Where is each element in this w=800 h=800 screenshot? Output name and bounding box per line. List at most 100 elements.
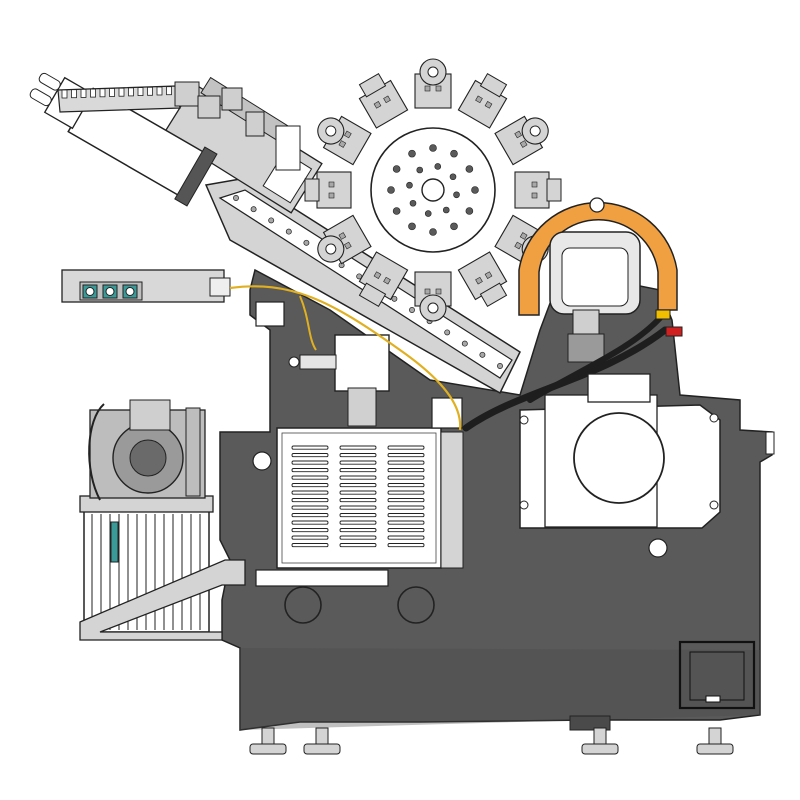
tool-holder-screw: [373, 101, 382, 109]
vent-slot: [387, 445, 425, 450]
pump-core: [129, 439, 167, 477]
turret-inner-bolt: [424, 210, 432, 217]
turret-tool-holder: [457, 251, 508, 308]
vent-slot: [339, 543, 377, 548]
sight-glass: [110, 521, 119, 563]
vent-slot: [387, 475, 425, 480]
socket-pin: [105, 287, 115, 296]
tailstock-housing: [334, 334, 390, 392]
tool-holder-screw: [531, 192, 538, 199]
base-hole-right: [397, 586, 435, 624]
vent-slot: [387, 543, 425, 548]
tool-holder-screw: [514, 130, 522, 139]
vent-slot: [339, 513, 377, 518]
rack-tooth: [128, 87, 134, 97]
turret-bolt: [429, 228, 437, 236]
vent-slot: [291, 475, 329, 480]
panel-bolt-4: [709, 500, 719, 510]
vent-slot: [291, 460, 329, 465]
tool-holder-screw: [435, 85, 442, 92]
vent-slot: [339, 483, 377, 488]
gearbox-cap: [587, 373, 651, 403]
turret-bolt: [429, 144, 437, 152]
vent-slot: [291, 498, 329, 503]
rail-bolt: [479, 351, 486, 358]
pump-head: [129, 399, 171, 431]
tool-holder-screw: [383, 276, 391, 285]
vent-slot: [291, 520, 329, 525]
socket-pin: [85, 287, 95, 296]
vent-slot: [291, 453, 329, 458]
connector-box: [61, 269, 231, 303]
vent-slot: [387, 520, 425, 525]
servo-flange: [174, 146, 218, 207]
vent-slot: [387, 505, 425, 510]
gear-rack: [57, 81, 301, 171]
turret-tool-holder: [514, 171, 562, 209]
rack-tooth: [137, 87, 144, 96]
turret-tool-holder: [317, 214, 372, 265]
connector-sockets: [82, 284, 138, 299]
tool-holder-tab: [479, 72, 508, 98]
turret-bolt: [408, 149, 416, 158]
turret-tool-holder: [317, 115, 372, 166]
rail-bolt: [285, 228, 292, 235]
turret-bolt: [450, 149, 458, 158]
tool-holder-tab: [304, 178, 320, 202]
rack-tooth: [99, 88, 106, 98]
rack-tooth: [61, 89, 68, 99]
fitting-yellow: [655, 309, 671, 320]
vent-slot: [387, 453, 425, 458]
tool-holder-bore: [427, 66, 439, 78]
valve-block-c: [221, 87, 243, 111]
rail-bolt: [233, 195, 239, 201]
vent-slot: [291, 483, 329, 488]
vent-slot: [339, 498, 377, 503]
tool-holder-tab: [479, 282, 508, 308]
vent-slot: [291, 528, 329, 533]
turret-tool-holder: [457, 72, 508, 129]
spindle-coupling: [567, 333, 605, 363]
rail-bolt: [444, 329, 451, 336]
tool-holder-bore: [325, 243, 337, 255]
turret-bolt: [465, 165, 474, 173]
vent-slot: [291, 513, 329, 518]
guard-lifting-eye: [589, 197, 605, 213]
spindle-nose: [572, 309, 600, 335]
vent-slot: [387, 535, 425, 540]
vent-slot: [387, 483, 425, 488]
rail-bolt: [268, 217, 275, 224]
side-flange: [765, 431, 775, 455]
vent-slot: [291, 468, 329, 473]
bottom-block: [569, 715, 611, 731]
panel-bolt-1: [519, 415, 529, 425]
tool-holder-screw: [484, 101, 493, 109]
vent-slot: [291, 490, 329, 495]
valve-block-e: [275, 125, 301, 171]
panel-bolt-2: [519, 500, 529, 510]
rail-bolt: [250, 206, 257, 213]
rail-bolt: [461, 340, 468, 347]
turret-bolt: [450, 222, 458, 231]
turret-tool-holder: [494, 115, 549, 166]
vent-slot: [387, 490, 425, 495]
vent-slot: [291, 543, 329, 548]
turret-tool-holder: [358, 251, 409, 308]
spindle-guard: [518, 201, 678, 316]
vent-slot: [339, 475, 377, 480]
tool-holder-screw: [338, 232, 347, 240]
turret-hub: [421, 178, 445, 202]
foot-stem: [593, 727, 607, 747]
tool-holder-screw: [484, 271, 493, 279]
turret-inner-bolt: [442, 206, 450, 214]
cabinet-vents: [291, 445, 425, 548]
foot-stem: [315, 727, 329, 747]
tool-holder-screw: [435, 288, 442, 295]
hatch-handle: [705, 695, 721, 703]
connector-tab: [209, 277, 231, 297]
turret-bolt: [471, 186, 479, 194]
coolant-pipe: [229, 285, 462, 431]
turret-inner-bolt: [453, 191, 460, 199]
